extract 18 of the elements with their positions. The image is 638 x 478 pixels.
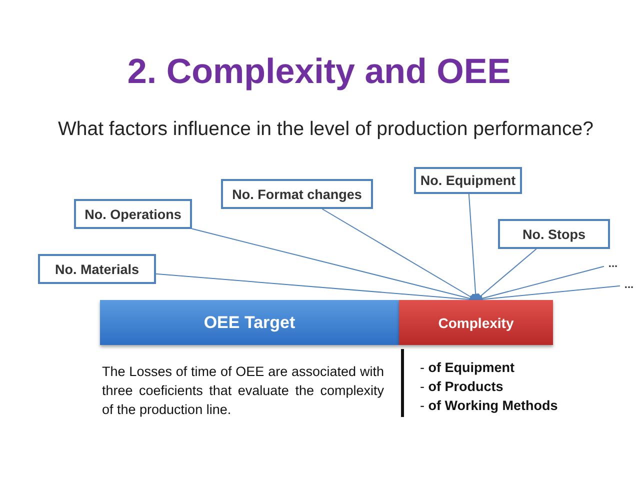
factor-box: No. Operations xyxy=(74,199,192,229)
connector-arrow xyxy=(322,208,477,300)
description-paragraph: The Losses of time of OEE are associated with three coeficients that evaluate the complexity of the production line. xyxy=(102,363,384,419)
ellipsis-text: ... xyxy=(604,257,622,271)
slide-title: 2. Complexity and OEE xyxy=(126,52,512,92)
factor-box: No. Equipment xyxy=(414,167,522,194)
factor-box: No. Materials xyxy=(38,254,156,284)
factor-box: No. Format changes xyxy=(221,179,373,209)
ellipsis-text: ... xyxy=(620,278,638,292)
complexity-bar: Complexity xyxy=(399,300,553,345)
factor-box: No. Stops xyxy=(498,219,610,249)
target-bar: OEE Target xyxy=(100,300,399,345)
connector-arrow xyxy=(475,248,537,300)
list-item: - of Equipment xyxy=(420,360,514,375)
connector-arrow xyxy=(468,194,480,301)
list-item: - of Working Methods xyxy=(420,398,558,413)
list-item: - of Products xyxy=(420,379,504,394)
question-text: What factors influence in the level of production performance? xyxy=(58,118,594,141)
